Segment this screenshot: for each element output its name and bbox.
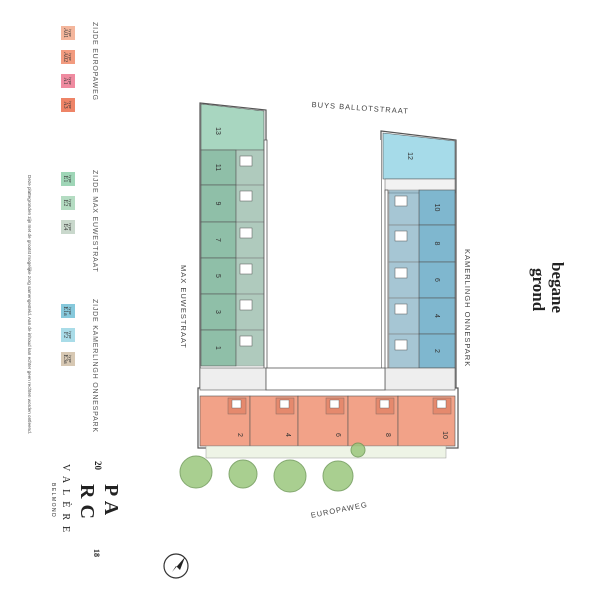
- east-unit-2-number: 2: [433, 349, 440, 353]
- west-unit-5: [200, 257, 237, 295]
- east-unit-4-bath: [394, 303, 408, 315]
- west-unit-11-bath: [239, 155, 253, 167]
- west-unit-9-core: [235, 184, 265, 223]
- east-unit-4-core: [388, 297, 420, 335]
- east-unit-10-bath: [394, 195, 408, 207]
- west-corridor: [263, 139, 268, 371]
- east-entrance: [384, 367, 456, 391]
- south-unit-10-number: 10: [441, 431, 448, 439]
- east-unit-8-number: 8: [433, 242, 440, 246]
- west-unit-9-number: 9: [214, 202, 221, 206]
- tree-1: [179, 455, 213, 489]
- west-unit-7-number: 7: [214, 238, 221, 242]
- south-unit-6-bath: [329, 399, 340, 409]
- south-unit-8-number: 8: [384, 433, 391, 437]
- west-unit-1-core: [235, 329, 265, 367]
- tree-3: [273, 459, 307, 493]
- south-unit-8-bath: [379, 399, 390, 409]
- west-unit-7-core: [235, 221, 265, 259]
- west-unit-3-core: [235, 293, 265, 331]
- east-unit-12-number: 12: [406, 152, 413, 160]
- west-unit-13-number: 13: [214, 127, 221, 135]
- courtyard: [266, 140, 381, 388]
- west-unit-3-number: 3: [214, 310, 221, 314]
- south-corridor: [265, 367, 386, 391]
- east-unit-4-number: 4: [433, 314, 440, 318]
- west-unit-1-bath: [239, 335, 253, 347]
- south-unit-6-number: 6: [334, 433, 341, 437]
- south-unit-4-bath: [279, 399, 290, 409]
- east-unit-8: [418, 224, 456, 263]
- west-unit-1-number: 1: [214, 346, 221, 350]
- east-unit-10: [418, 189, 456, 226]
- west-unit-11-core: [235, 149, 265, 186]
- tree-5: [350, 442, 366, 458]
- east-unit-6-core: [388, 261, 420, 299]
- west-unit-7-bath: [239, 227, 253, 239]
- west-unit-11-number: 11: [214, 164, 221, 171]
- tree-4: [322, 460, 354, 492]
- tree-2: [228, 459, 258, 489]
- west-entrance: [199, 367, 267, 391]
- east-unit-8-bath: [394, 230, 408, 242]
- north-arrow-icon: [172, 557, 185, 572]
- east-unit-4: [418, 297, 456, 335]
- east-unit-6-bath: [394, 267, 408, 279]
- east-unit-8-core: [388, 224, 420, 263]
- east-unit-12: [382, 132, 456, 180]
- east-corridor: [384, 189, 389, 371]
- east-unit-10-core: [388, 189, 420, 226]
- east-unit-2-core: [388, 333, 420, 369]
- west-unit-3-bath: [239, 299, 253, 311]
- west-unit-5-bath: [239, 263, 253, 275]
- south-unit-10-bath: [436, 399, 447, 409]
- south-unit-2-number: 2: [236, 433, 243, 437]
- west-unit-5-number: 5: [214, 274, 221, 278]
- west-unit-5-core: [235, 257, 265, 295]
- east-unit-6-number: 6: [433, 278, 440, 282]
- west-unit-13: [200, 103, 265, 151]
- south-unit-4-number: 4: [284, 433, 291, 437]
- compass-ring: [163, 553, 189, 579]
- west-unit-9-bath: [239, 190, 253, 202]
- east-unit-2-bath: [394, 339, 408, 351]
- south-terrace: [205, 445, 447, 459]
- east-unit-10-number: 10: [433, 204, 440, 212]
- south-unit-2-bath: [231, 399, 242, 409]
